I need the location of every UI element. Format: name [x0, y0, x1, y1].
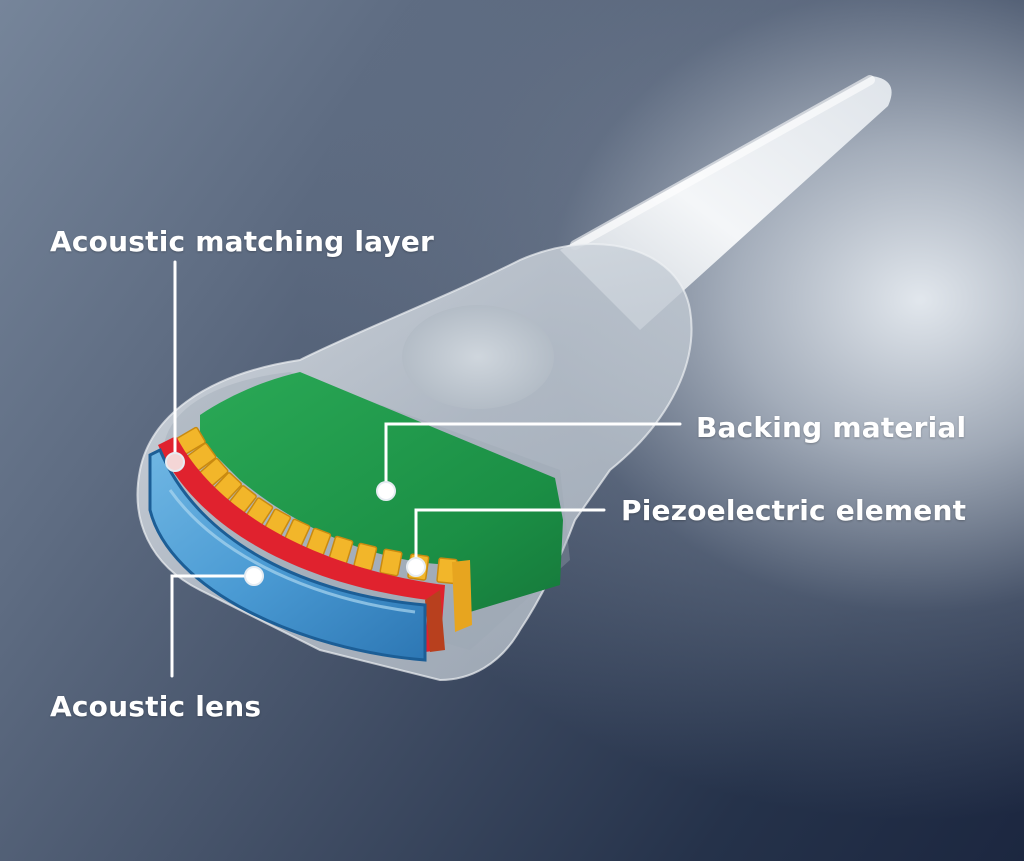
leader-lines — [170, 260, 682, 678]
shell-window — [402, 305, 554, 409]
acoustic-matching-layer-shape — [158, 436, 445, 652]
label-backing-material: Backing material — [696, 411, 967, 444]
label-acoustic-lens: Acoustic lens — [50, 690, 262, 723]
leader-dots — [165, 452, 426, 586]
dot-backing-material — [376, 481, 396, 501]
leader-line-piezoelectric — [414, 508, 606, 568]
leader-line-acoustic-lens — [170, 574, 256, 678]
leader-line-backing-material — [384, 422, 682, 492]
piezo-segment — [379, 548, 403, 577]
acoustic-lens-shape — [148, 447, 427, 662]
label-piezoelectric-element: Piezoelectric element — [621, 494, 967, 527]
dot-acoustic-lens — [244, 566, 264, 586]
piezo-end-cap — [452, 560, 472, 632]
label-acoustic-matching-layer: Acoustic matching layer — [50, 225, 435, 258]
dot-piezoelectric — [406, 557, 426, 577]
dot-matching-layer — [165, 452, 185, 472]
